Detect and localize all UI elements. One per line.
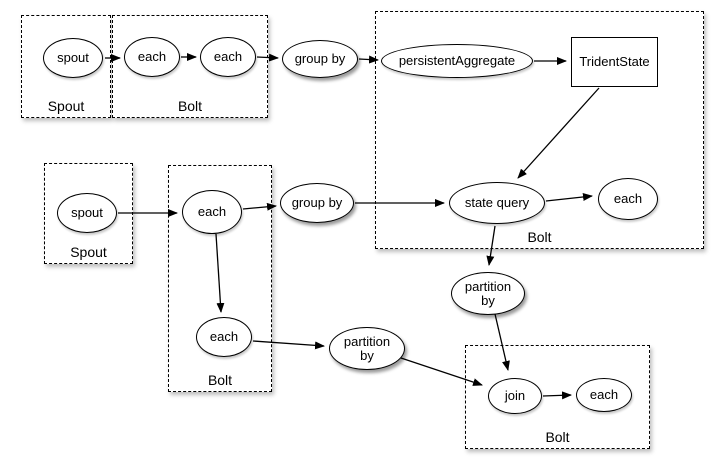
node-group-by-mid: group by: [280, 183, 354, 223]
node-join: join: [488, 378, 542, 414]
node-state-query: state query: [449, 182, 545, 224]
node-each-state: each: [598, 178, 658, 220]
node-spout-mid: spout: [57, 193, 117, 233]
node-each-mid-1: each: [182, 190, 242, 234]
group-label: Spout: [70, 244, 107, 260]
node-each-mid-2: each: [196, 317, 252, 357]
group-label: Bolt: [545, 429, 570, 445]
node-each-top-2: each: [200, 37, 256, 77]
node-group-by-top: group by: [282, 40, 358, 78]
node-spout-top: spout: [43, 38, 103, 78]
group-label: Bolt: [177, 98, 203, 114]
node-partition-by-right: partition by: [451, 272, 525, 315]
group-label: Spout: [47, 98, 85, 114]
node-trident-state: TridentState: [571, 37, 658, 87]
node-each-top-1: each: [124, 37, 180, 77]
node-persistent-aggregate: persistentAggregate: [381, 44, 533, 78]
node-partition-by-left: partition by: [329, 327, 405, 370]
node-each-join: each: [576, 378, 632, 412]
group-label: Bolt: [527, 229, 552, 245]
group-label: Bolt: [207, 372, 233, 388]
